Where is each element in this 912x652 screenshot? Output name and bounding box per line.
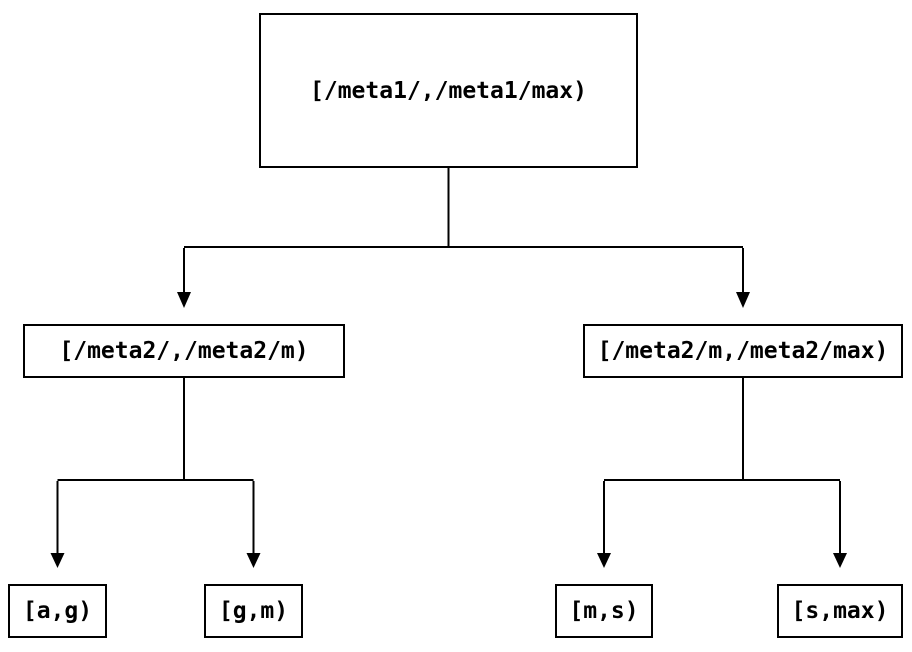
- node-leaf-gm-label: [g,m): [218, 598, 289, 624]
- node-leaf-ms: [m,s): [555, 584, 653, 638]
- node-leaf-gm: [g,m): [204, 584, 303, 638]
- edge-right-child-to-leaves: [603, 378, 841, 553]
- node-leaf-smax-label: [s,max): [791, 598, 889, 624]
- arrowhead-to-child-right: [736, 292, 750, 308]
- arrowhead-to-leaf-gm: [246, 553, 261, 568]
- arrowhead-to-leaf-ag: [50, 553, 65, 568]
- node-leaf-smax: [s,max): [777, 584, 903, 638]
- node-leaf-ms-label: [m,s): [569, 598, 639, 624]
- edge-root-to-children: [183, 168, 744, 293]
- node-leaf-ag-label: [a,g): [22, 598, 93, 624]
- arrowhead-to-child-left: [177, 292, 191, 308]
- node-child-left: [/meta2/,/meta2/m): [23, 324, 345, 378]
- node-leaf-ag: [a,g): [8, 584, 107, 638]
- node-child-right-label: [/meta2/m,/meta2/max): [597, 338, 889, 364]
- node-root-label: [/meta1/,/meta1/max): [310, 77, 587, 104]
- node-child-left-label: [/meta2/,/meta2/m): [59, 338, 309, 364]
- arrowhead-to-leaf-ms: [597, 553, 611, 568]
- node-root: [/meta1/,/meta1/max): [259, 13, 638, 168]
- edge-left-child-to-leaves: [56, 378, 255, 553]
- arrowhead-to-leaf-smax: [833, 553, 847, 568]
- node-child-right: [/meta2/m,/meta2/max): [583, 324, 903, 378]
